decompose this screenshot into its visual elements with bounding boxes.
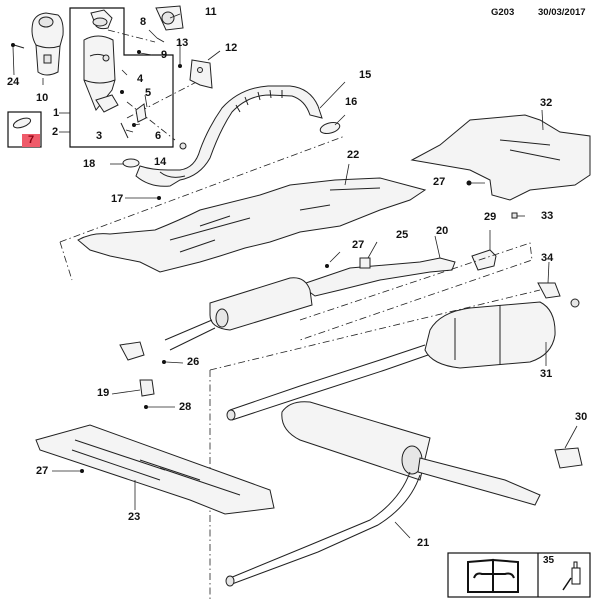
callout-12[interactable]: 12	[225, 42, 238, 54]
front-pipe-15	[135, 85, 323, 187]
callout-26[interactable]: 26	[187, 356, 200, 368]
gasket-18	[122, 158, 140, 168]
callout-24[interactable]: 24	[7, 76, 20, 88]
intermediate-pipe-20	[298, 257, 456, 297]
callout-5[interactable]: 5	[145, 87, 152, 99]
nut-14	[179, 142, 187, 150]
callout-6[interactable]: 6	[155, 130, 162, 142]
gasket-7	[12, 117, 32, 129]
stud-8	[156, 37, 165, 43]
callout-14[interactable]: 14	[154, 156, 167, 168]
callout-13[interactable]: 13	[176, 37, 189, 49]
legend-box	[447, 552, 591, 598]
callout-8[interactable]: 8	[140, 16, 147, 28]
leader-lines	[12, 13, 578, 539]
callout-19[interactable]: 19	[97, 387, 110, 399]
stud-3	[120, 122, 129, 139]
callout-3[interactable]: 3	[96, 130, 103, 142]
callout-18[interactable]: 18	[83, 158, 96, 170]
callout-27-muffler[interactable]: 27	[352, 239, 365, 251]
catalytic-converter-10	[31, 12, 64, 76]
assembly-box-1-2	[69, 7, 174, 148]
diagram-code: G203	[491, 7, 515, 18]
callout-15[interactable]: 15	[359, 69, 372, 81]
catalytic-converter-assembly	[83, 9, 119, 113]
callout-11[interactable]: 11	[205, 6, 217, 18]
hanger-19	[139, 379, 155, 397]
callout-21[interactable]: 21	[417, 537, 430, 549]
bracket-5	[135, 103, 147, 123]
callout-28[interactable]: 28	[179, 401, 192, 413]
callout-32[interactable]: 32	[540, 97, 553, 109]
callout-27-heatshield[interactable]: 27	[433, 176, 446, 188]
bracket-30	[554, 447, 583, 469]
callout-2[interactable]: 2	[52, 126, 59, 138]
callout-34[interactable]: 34	[541, 252, 554, 264]
callout-33[interactable]: 33	[541, 210, 554, 222]
callout-1[interactable]: 1	[53, 107, 60, 119]
callout-10[interactable]: 10	[36, 92, 49, 104]
bracket-34	[537, 282, 561, 299]
rear-muffler-31	[424, 301, 556, 369]
callout-23[interactable]: 23	[128, 511, 141, 523]
heat-shield-32	[410, 114, 591, 201]
gasket-16	[319, 122, 341, 134]
repair-manual-wrench-icon	[467, 558, 519, 593]
clamp-29	[471, 249, 497, 271]
callout-31[interactable]: 31	[540, 368, 553, 380]
callout-22[interactable]: 22	[347, 149, 360, 161]
callout-25[interactable]: 25	[396, 229, 409, 241]
gasket-box-7	[7, 111, 42, 148]
clip-33	[511, 212, 518, 219]
callout-17[interactable]: 17	[111, 193, 124, 205]
callout-30[interactable]: 30	[575, 411, 588, 423]
rubber-mount-25	[359, 257, 371, 269]
bracket-12	[189, 59, 213, 89]
callout-9[interactable]: 9	[161, 49, 168, 61]
heat-shield-22	[77, 177, 427, 273]
callout-16[interactable]: 16	[345, 96, 358, 108]
underbody-panel-23	[35, 424, 275, 515]
hanger-26	[119, 341, 145, 361]
callout-29[interactable]: 29	[484, 211, 497, 223]
callout-27-panel[interactable]: 27	[36, 465, 49, 477]
callout-4[interactable]: 4	[137, 73, 144, 85]
diagram-date: 30/03/2017	[538, 7, 586, 18]
callout-35[interactable]: 35	[543, 555, 555, 566]
callout-20[interactable]: 20	[436, 225, 449, 237]
callout-7-highlighted[interactable]: 7	[22, 134, 40, 147]
sealant-tube-icon	[562, 561, 581, 591]
bolt-24	[13, 44, 25, 49]
